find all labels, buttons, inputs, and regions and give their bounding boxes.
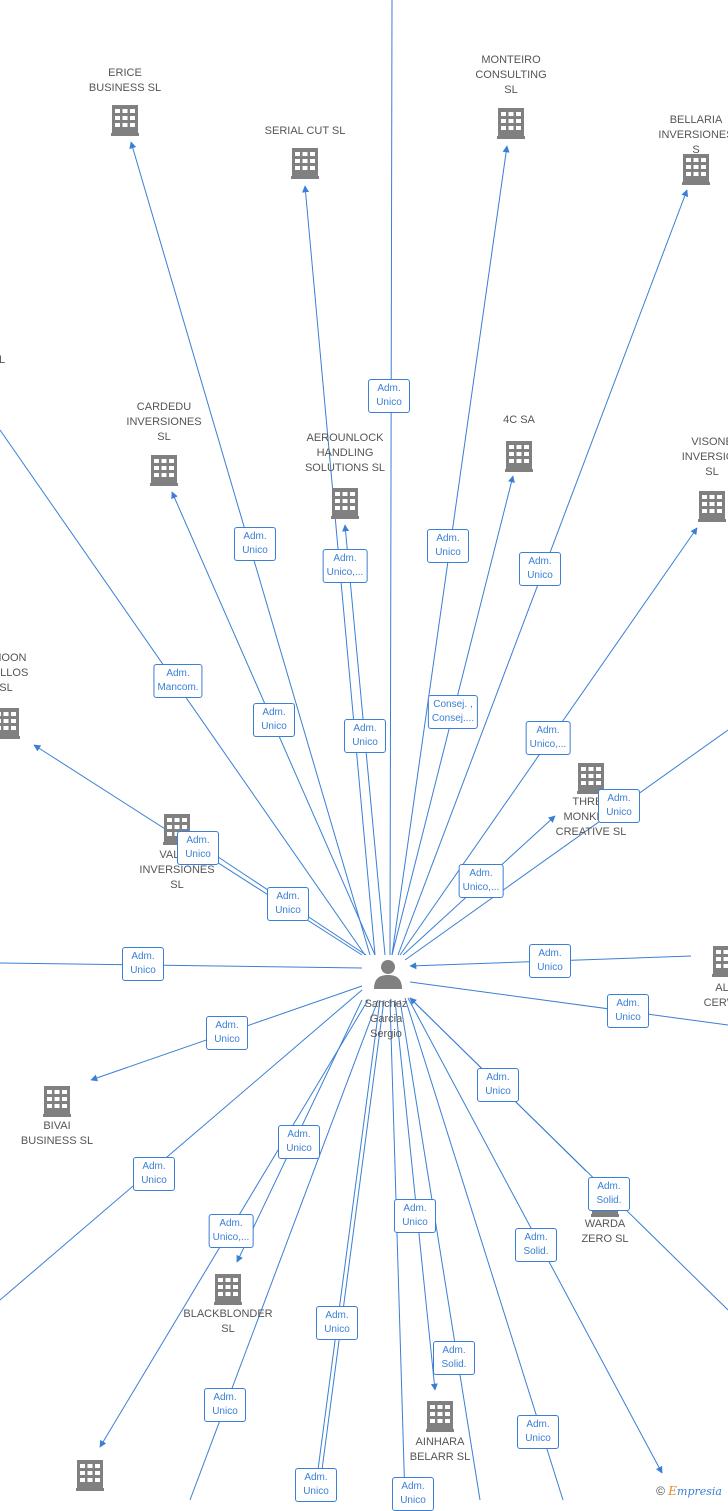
relation-label: Adm. Unico,... [208,1214,254,1248]
relation-label: Adm. Unico [204,1388,246,1422]
relation-edge [389,0,393,956]
relation-label: Adm. Unico [234,527,276,561]
relation-label: Adm. Unico [122,947,164,981]
relation-edge [409,981,728,1026]
relation-label: Adm. Unico [295,1468,337,1502]
company-label-bellaria[interactable]: BELLARIA INVERSIONES S [658,114,728,156]
relation-label: Adm. Unico,... [322,549,368,583]
relation-label: Adm. Unico [267,887,309,921]
relation-label: Adm. Mancom. [153,664,203,698]
relation-label: Adm. Unico [477,1068,519,1102]
relation-label: Adm. Unico [427,529,469,563]
building-icon[interactable] [0,708,20,739]
relation-label: Adm. Unico [278,1125,320,1159]
relation-label: Adm. Solid. [588,1177,630,1211]
building-icon[interactable] [497,108,525,139]
building-icon[interactable] [712,946,728,977]
relation-label: Adm. Unico [598,789,640,823]
company-label-ainhara[interactable]: AINHARA BELARR SL [409,1436,471,1463]
building-icon[interactable] [682,154,710,185]
relation-label: Adm. Unico,... [525,721,571,755]
building-icon[interactable] [214,1274,242,1305]
building-icon[interactable] [43,1086,71,1117]
relation-edge [409,997,728,1311]
building-icon[interactable] [331,488,359,519]
relation-edge [313,999,381,1500]
relation-label: Adm. Unico [392,1477,434,1511]
person-name[interactable]: Sanchez Garcia Sergio [364,998,408,1040]
building-icon[interactable] [505,441,533,472]
copyright-symbol: © [656,1484,665,1498]
company-label-monteiro[interactable]: MONTEIRO CONSULTING SL [475,54,547,96]
company-label-l_partial[interactable]: L [0,354,6,366]
relation-label: Adm. Unico [529,944,571,978]
company-label-alu[interactable]: ALU CERVAN [703,982,728,1009]
relation-label: Adm. Unico [253,703,295,737]
relation-label: Adm. Unico [368,379,410,413]
relation-label: Adm. Solid. [515,1228,557,1262]
company-label-aerounlock[interactable]: AEROUNLOCK HANDLING SOLUTIONS SL [304,432,386,474]
relation-label: Adm. Solid. [433,1341,475,1375]
relation-label: Adm. Unico [607,994,649,1028]
relation-label: Adm. Unico,... [458,864,504,898]
person-icon[interactable] [374,960,402,989]
company-label-warda[interactable]: WARDA ZERO SL [581,1218,629,1245]
company-label-blackblonder[interactable]: BLACKBLONDER SL [183,1308,273,1335]
company-label-cardedu[interactable]: CARDEDU INVERSIONES SL [126,401,202,443]
brand-name: mpresia [677,1485,722,1498]
brand-initial: E [668,1484,678,1498]
building-icon[interactable] [291,148,319,179]
company-label-serial[interactable]: SERIAL CUT SL [264,125,346,137]
relation-edge [404,729,728,961]
relation-edge [399,999,481,1500]
relation-edge [0,962,363,969]
relation-edge [0,989,363,1301]
relation-label: Adm. Unico [206,1016,248,1050]
building-icon[interactable] [111,105,139,136]
relation-edge [394,999,438,1391]
relation-label: Adm. Unico [344,719,386,753]
relation-edge [317,999,385,1500]
relation-label: Adm. Unico [177,831,219,865]
relation-label: Adm. Unico [394,1199,436,1233]
building-icon[interactable] [426,1401,454,1432]
relation-edge [389,999,406,1500]
company-label-bivai[interactable]: BIVAI BUSINESS SL [20,1120,94,1147]
company-label-visone[interactable]: VISONE INVERSION SL [681,436,728,478]
relation-label: Adm. Unico [133,1157,175,1191]
company-label-moon[interactable]: TMOON ROLLOS SL [0,652,29,694]
company-label-4csa[interactable]: 4C SA [503,414,535,426]
building-icon[interactable] [150,455,178,486]
building-icon[interactable] [698,491,726,522]
relation-label: Adm. Unico [517,1415,559,1449]
relation-label: Adm. Unico [316,1306,358,1340]
relation-label: Adm. Unico [519,552,561,586]
relation-label: Consej. , Consej.... [427,695,479,729]
copyright-footer: © Empresia [656,1484,722,1498]
company-label-erice[interactable]: ERICE BUSINESS SL [88,67,162,94]
building-icon[interactable] [76,1460,104,1491]
